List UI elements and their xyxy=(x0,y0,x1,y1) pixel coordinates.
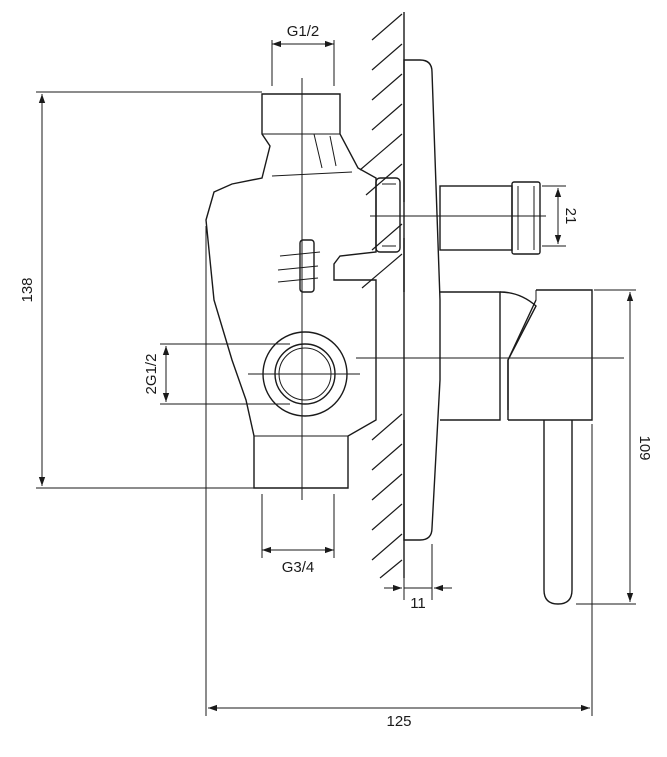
wall-hatching xyxy=(359,13,403,579)
extension-lines xyxy=(36,40,636,716)
dim-bottom-outlet-label: G3/4 xyxy=(282,559,315,576)
valve-body xyxy=(205,93,401,489)
dim-height-total-label: 138 xyxy=(19,277,36,302)
lever-handle xyxy=(440,289,593,605)
dim-handle-height-label: 109 xyxy=(636,435,653,460)
centre-lines xyxy=(248,78,624,500)
dim-depth-total-label: 125 xyxy=(386,713,411,730)
dim-spindle-label: 21 xyxy=(562,208,579,225)
cover-plate xyxy=(403,59,441,541)
dimension-lines xyxy=(38,40,634,712)
dim-side-outlet-label: 2G1/2 xyxy=(143,354,160,395)
dim-top-inlet-label: G1/2 xyxy=(287,23,320,40)
dim-plate-thickness-label: 11 xyxy=(410,595,426,612)
wall xyxy=(359,12,405,579)
spindle xyxy=(439,181,541,255)
